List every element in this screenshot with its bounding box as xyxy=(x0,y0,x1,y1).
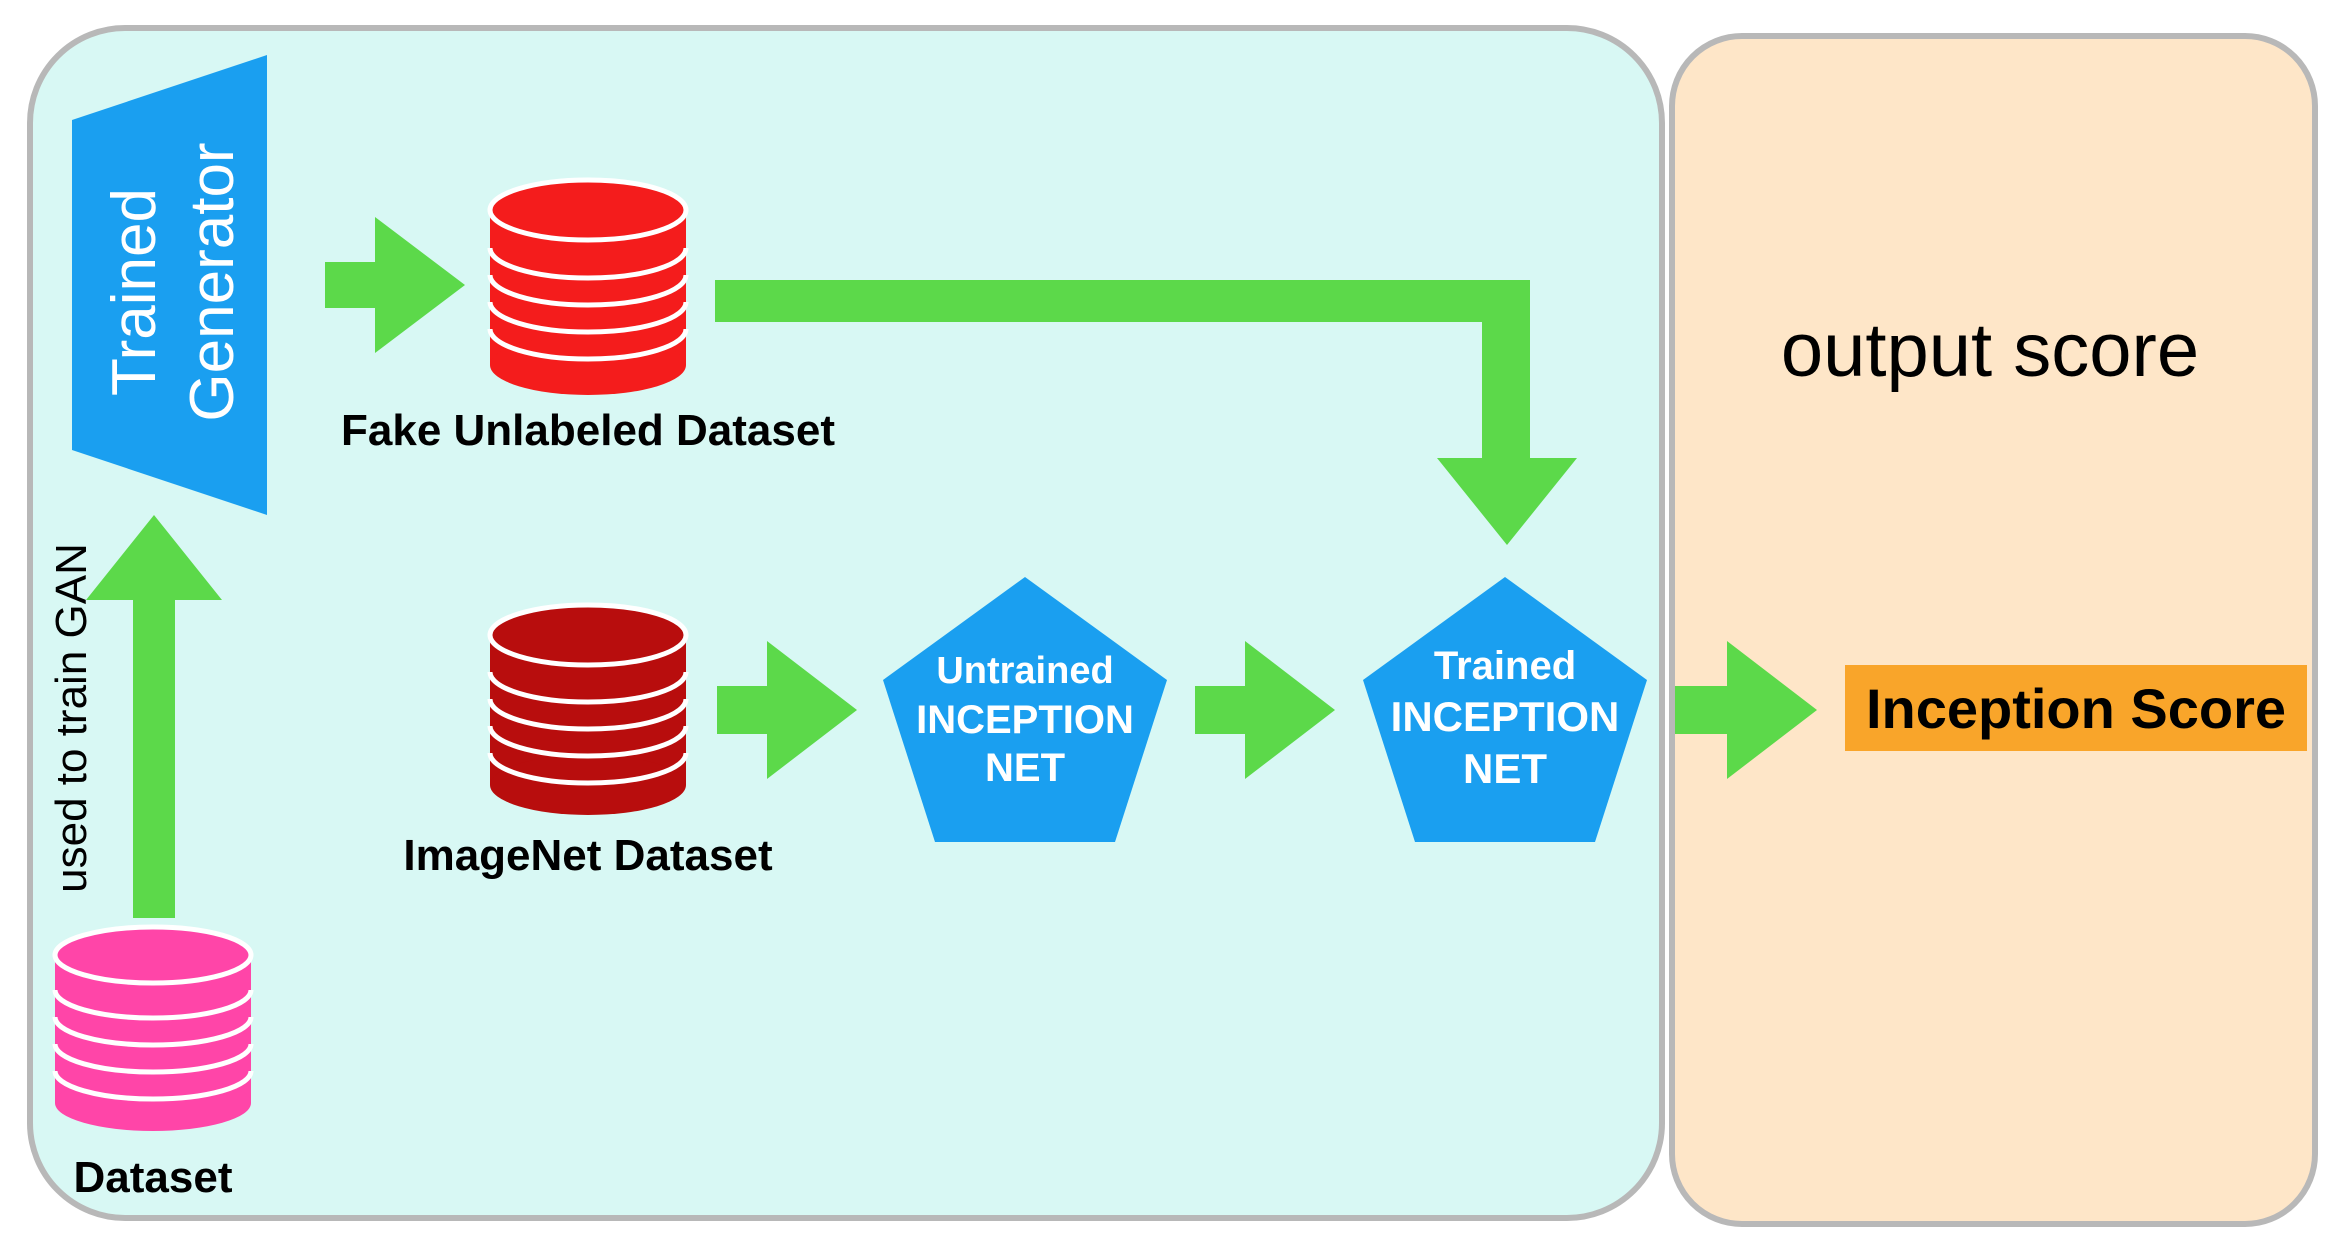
arrow-dataset-to-generator xyxy=(86,515,222,918)
imagenet-dataset-icon xyxy=(487,602,689,815)
untrained-net-line3: NET xyxy=(985,746,1065,790)
fake-dataset-label: Fake Unlabeled Dataset xyxy=(341,406,835,455)
inception-score-label: Inception Score xyxy=(1866,677,2286,740)
arrow-fake-to-trained-net xyxy=(715,280,1577,545)
fake-dataset-icon xyxy=(487,177,689,395)
train-arrow-label: used to train GAN xyxy=(47,543,96,893)
untrained-net-line2: INCEPTION xyxy=(916,698,1134,742)
inception-score-highlight xyxy=(1845,665,2307,751)
arrow-untrained-to-trained xyxy=(1195,641,1335,779)
trained-net-line1: Trained xyxy=(1434,644,1576,688)
real-dataset-label: Dataset xyxy=(74,1153,233,1202)
arrow-generator-to-fake xyxy=(325,217,465,353)
generator-label-line2: Generator xyxy=(178,142,247,421)
output-panel xyxy=(1669,33,2318,1227)
untrained-inception-net-shape xyxy=(883,577,1167,842)
imagenet-dataset-label: ImageNet Dataset xyxy=(403,831,773,880)
arrow-imagenet-to-untrained xyxy=(717,641,857,779)
output-score-title: output score xyxy=(1781,308,2199,393)
generator-label-line1: Trained xyxy=(100,188,169,396)
untrained-net-line1: Untrained xyxy=(936,650,1113,692)
trained-net-line2: INCEPTION xyxy=(1391,693,1620,740)
trained-inception-net-shape xyxy=(1363,577,1647,842)
trained-generator-shape xyxy=(72,55,267,515)
trained-net-line3: NET xyxy=(1463,745,1547,792)
real-dataset-icon xyxy=(52,924,254,1131)
arrow-trained-to-score xyxy=(1675,641,1817,779)
main-panel xyxy=(27,25,1665,1221)
